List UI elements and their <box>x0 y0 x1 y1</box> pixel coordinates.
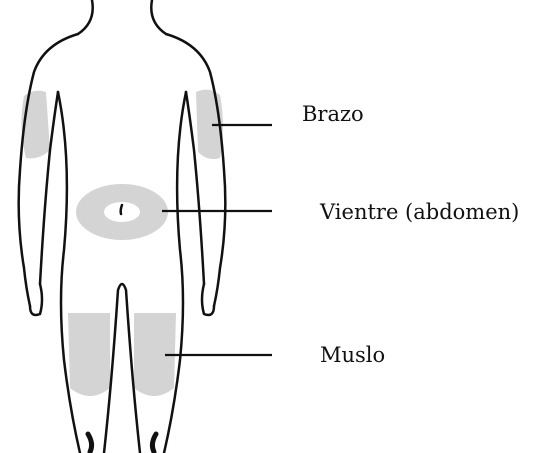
right-hand <box>202 284 214 315</box>
arm-zone-left <box>21 91 50 159</box>
thigh-label: Muslo <box>320 345 385 366</box>
navel <box>121 205 122 214</box>
knee-right-mark <box>152 434 156 452</box>
right-torso-leg <box>164 92 186 453</box>
abdomen-zone <box>76 184 168 240</box>
abdomen-label: Vientre (abdomen) <box>320 202 519 223</box>
arm-label: Brazo <box>302 104 364 125</box>
thigh-zone-left <box>68 313 110 396</box>
left-torso-leg <box>58 92 80 453</box>
knee-left-mark <box>88 434 92 452</box>
neck-right <box>151 0 166 34</box>
left-hand <box>30 284 42 315</box>
neck-left <box>78 0 93 34</box>
